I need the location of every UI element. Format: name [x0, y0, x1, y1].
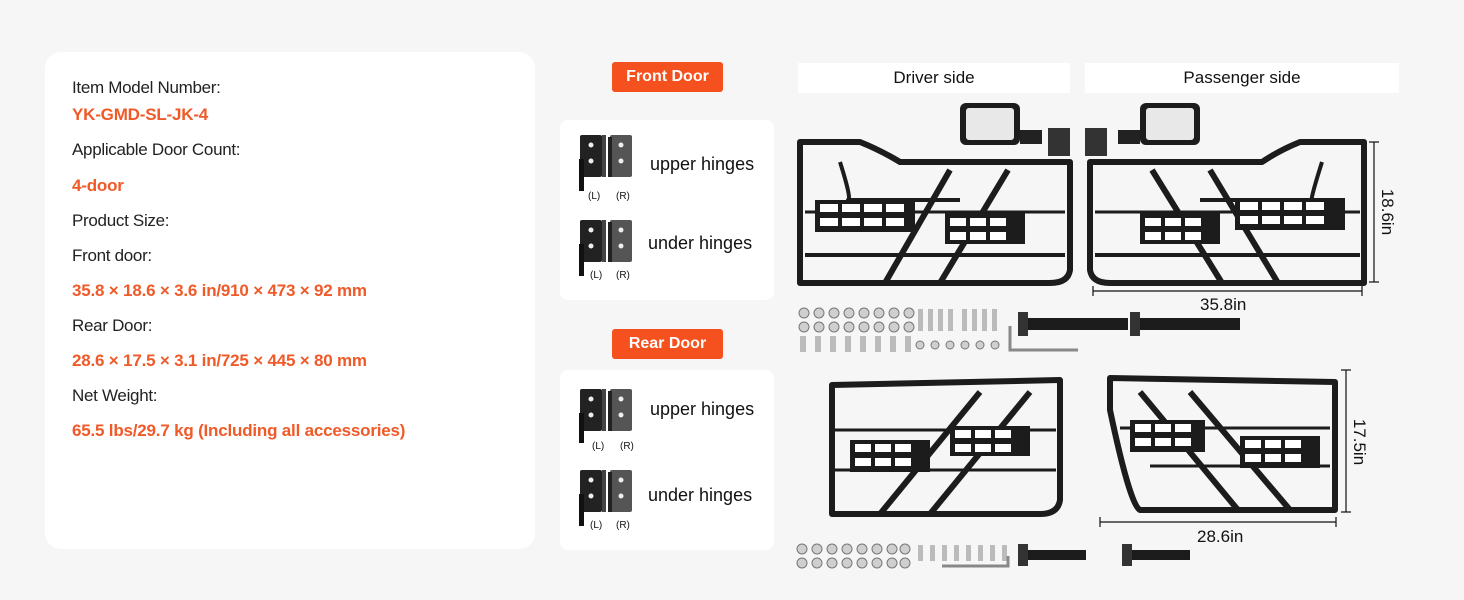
rear-under-hinge-row: (L) (R) under hinges	[560, 460, 774, 540]
front-door-tag: Front Door	[612, 62, 723, 92]
size-label: Product Size:	[72, 211, 170, 230]
hinge-icon	[579, 135, 632, 191]
rear-door-value: 28.6 × 17.5 × 3.1 in/725 × 445 × 80 mm	[72, 351, 367, 370]
driver-side-label: Driver side	[798, 63, 1070, 93]
under-hinges-label: under hinges	[648, 485, 753, 505]
front-hardware	[798, 307, 1240, 352]
hinge-icon	[579, 220, 632, 276]
dimension-lines	[1092, 141, 1379, 527]
front-height-label: 18.6in	[1378, 188, 1398, 236]
net-weight-value: 65.5 lbs/29.7 kg (Including all accessor…	[72, 421, 406, 440]
under-hinges-label: under hinges	[648, 233, 753, 253]
rear-upper-hinge-row: (L) (R) upper hinges	[560, 373, 774, 453]
upper-hinges-label: upper hinges	[650, 399, 755, 419]
spec-card: Item Model Number: YK-GMD-SL-JK-4 Applic…	[45, 52, 535, 549]
hinge-right-label: (R)	[616, 191, 630, 202]
front-upper-hinge-row: (L) (R) upper hinges	[560, 123, 774, 203]
rear-door-label: Rear Door:	[72, 316, 153, 335]
door-count-value: 4-door	[72, 176, 124, 195]
front-under-hinge-row: (L) (R) under hinges	[560, 210, 774, 290]
hinge-right-label: (R)	[620, 441, 634, 452]
net-weight-label: Net Weight:	[72, 386, 158, 405]
rear-door-tag: Rear Door	[612, 329, 723, 359]
passenger-side-label: Passenger side	[1085, 63, 1399, 93]
rear-height-label: 17.5in	[1350, 418, 1370, 466]
mirrors	[960, 103, 1200, 156]
hinge-left-label: (L)	[590, 270, 603, 281]
front-door-value: 35.8 × 18.6 × 3.6 in/910 × 473 × 92 mm	[72, 281, 367, 300]
hinge-left-label: (L)	[592, 441, 605, 452]
front-passenger-door	[1087, 139, 1367, 286]
model-label: Item Model Number:	[72, 78, 221, 97]
front-width-label: 35.8in	[1200, 295, 1247, 314]
rear-width-label: 28.6in	[1197, 527, 1244, 546]
rear-hardware	[796, 543, 1190, 569]
hinge-left-label: (L)	[590, 520, 603, 531]
upper-hinges-label: upper hinges	[650, 154, 755, 174]
hinge-icon	[579, 389, 632, 443]
model-value: YK-GMD-SL-JK-4	[72, 105, 209, 124]
front-hinge-card: (L) (R) upper hinges (L) (R) under hinge…	[560, 120, 774, 300]
hinge-right-label: (R)	[616, 520, 630, 531]
hinge-left-label: (L)	[588, 191, 601, 202]
door-count-label: Applicable Door Count:	[72, 140, 241, 159]
hinge-right-label: (R)	[616, 270, 630, 281]
hinge-icon	[579, 470, 632, 526]
front-door-label: Front door:	[72, 246, 152, 265]
rear-hinge-card: (L) (R) upper hinges (L) (R) under hinge…	[560, 370, 774, 550]
